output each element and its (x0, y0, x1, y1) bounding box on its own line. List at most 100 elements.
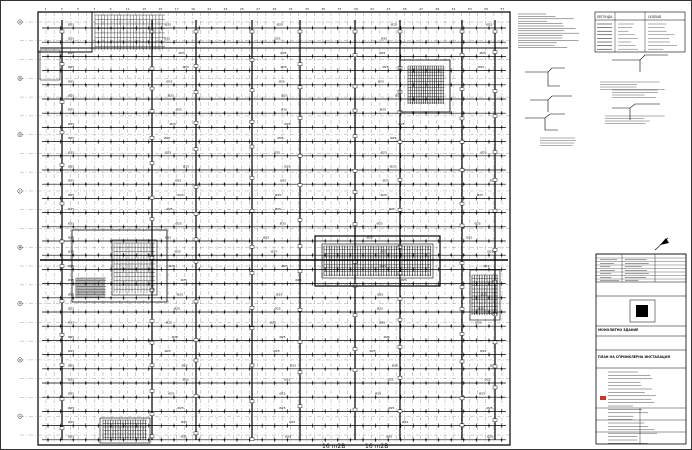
svg-text:Ø25: Ø25 (377, 306, 383, 311)
central-shaft-zone (314, 235, 441, 287)
svg-text:Ø25: Ø25 (68, 192, 74, 197)
svg-text:Ø25: Ø25 (280, 178, 286, 183)
general-notes (518, 13, 580, 48)
legend-title-right: LEGEND (648, 15, 662, 19)
svg-text:Ø25: Ø25 (182, 362, 188, 367)
grid-row-label: M (19, 245, 22, 249)
svg-text:Ø25: Ø25 (181, 419, 187, 424)
svg-text:Ø25: Ø25 (68, 121, 74, 126)
svg-text:Ø25: Ø25 (380, 263, 386, 268)
pump-room-zone (399, 59, 451, 113)
svg-text:Ø25: Ø25 (382, 64, 388, 69)
svg-text:Ø25: Ø25 (277, 135, 283, 140)
svg-text:Ø25: Ø25 (68, 405, 74, 410)
svg-text:Ø25: Ø25 (68, 93, 74, 98)
svg-text:Ø25: Ø25 (68, 78, 74, 83)
svg-text:Ø25: Ø25 (166, 320, 172, 325)
grid-column-label: 3 (61, 7, 63, 11)
grid-column-label: 35 (321, 7, 325, 11)
svg-text:Ø25: Ø25 (183, 164, 189, 169)
svg-text:Ø25: Ø25 (68, 263, 74, 268)
grid-column-label: 45 (403, 7, 407, 11)
svg-text:Ø25: Ø25 (480, 50, 486, 55)
svg-text:Ø25: Ø25 (377, 291, 383, 296)
svg-text:Ø25: Ø25 (181, 433, 187, 438)
svg-text:Ø25: Ø25 (68, 377, 74, 382)
svg-text:Ø25: Ø25 (477, 192, 483, 197)
svg-text:Ø25: Ø25 (169, 263, 175, 268)
svg-text:Ø25: Ø25 (279, 391, 285, 396)
svg-text:Ø25: Ø25 (183, 377, 189, 382)
grid-column-label: 31 (289, 7, 293, 11)
svg-text:Ø25: Ø25 (165, 348, 171, 353)
svg-text:Ø25: Ø25 (175, 220, 181, 225)
svg-text:Ø25: Ø25 (466, 235, 472, 240)
svg-text:Ø25: Ø25 (68, 291, 74, 296)
svg-text:Ø25: Ø25 (263, 235, 269, 240)
svg-text:Ø25: Ø25 (378, 78, 384, 83)
grid-column-label: 25 (240, 7, 244, 11)
top-left-riser-zone (94, 14, 165, 50)
project-name: МОНОЛИТНО ЗДАНИЕ (598, 328, 638, 332)
svg-text:Ø25: Ø25 (370, 348, 376, 353)
svg-text:Ø25: Ø25 (478, 64, 484, 69)
grid-column-label: 55 (484, 7, 488, 11)
svg-text:Ø25: Ø25 (68, 22, 74, 27)
svg-text:Ø25: Ø25 (68, 149, 74, 154)
svg-text:Ø25: Ø25 (271, 249, 277, 254)
right-riser-zone (469, 269, 501, 321)
svg-text:Ø25: Ø25 (282, 263, 288, 268)
grid-column-label: 17 (175, 7, 179, 11)
svg-text:Ø25: Ø25 (475, 320, 481, 325)
svg-text:Ø25: Ø25 (276, 291, 282, 296)
svg-text:Ø25: Ø25 (486, 22, 492, 27)
svg-text:Ø25: Ø25 (181, 277, 187, 282)
svg-text:Ø25: Ø25 (68, 277, 74, 282)
svg-text:Ø25: Ø25 (381, 149, 387, 154)
svg-text:Ø25: Ø25 (165, 149, 171, 154)
grid-column-label: 41 (370, 7, 374, 11)
svg-text:Ø25: Ø25 (275, 206, 281, 211)
svg-text:Ø25: Ø25 (68, 220, 74, 225)
svg-text:Ø25: Ø25 (381, 192, 387, 197)
svg-text:Ø25: Ø25 (68, 306, 74, 311)
grid-column-label: 47 (419, 7, 423, 11)
svg-text:Ø25: Ø25 (68, 362, 74, 367)
grid-column-label: 19 (191, 7, 195, 11)
grid-row-label: P (19, 302, 21, 306)
grid-column-label: 43 (387, 7, 391, 11)
grid-column-label: 53 (468, 7, 472, 11)
grid-row-label: G (19, 133, 22, 137)
grid-column-label: 15 (159, 7, 163, 11)
svg-text:Ø25: Ø25 (68, 249, 74, 254)
svg-text:Ø25: Ø25 (398, 121, 404, 126)
grid-row-label: S (19, 358, 21, 362)
svg-text:Ø25: Ø25 (380, 107, 386, 112)
svg-text:Ø25: Ø25 (165, 235, 171, 240)
svg-text:Ø25: Ø25 (166, 78, 172, 83)
grid-column-label: 39 (354, 7, 358, 11)
svg-text:Ø25: Ø25 (68, 107, 74, 112)
svg-text:Ø25: Ø25 (68, 391, 74, 396)
grid-row-label: D (19, 76, 22, 80)
svg-text:Ø25: Ø25 (388, 377, 394, 382)
svg-text:Ø25: Ø25 (289, 419, 295, 424)
grid-column-label: 21 (207, 7, 211, 11)
svg-text:Ø25: Ø25 (68, 235, 74, 240)
svg-text:Ø25: Ø25 (280, 334, 286, 339)
bottom-left-zone (99, 417, 151, 444)
svg-text:Ø25: Ø25 (481, 291, 487, 296)
svg-text:Ø25: Ø25 (383, 178, 389, 183)
svg-text:Ø25: Ø25 (375, 391, 381, 396)
svg-text:Ø25: Ø25 (274, 149, 280, 154)
grid-column-label: 57 (501, 7, 505, 11)
svg-text:Ø25: Ø25 (483, 263, 489, 268)
svg-text:Ø25: Ø25 (284, 377, 290, 382)
svg-text:Ø25: Ø25 (487, 249, 493, 254)
svg-text:Ø25: Ø25 (474, 220, 480, 225)
company-logo (629, 299, 656, 323)
